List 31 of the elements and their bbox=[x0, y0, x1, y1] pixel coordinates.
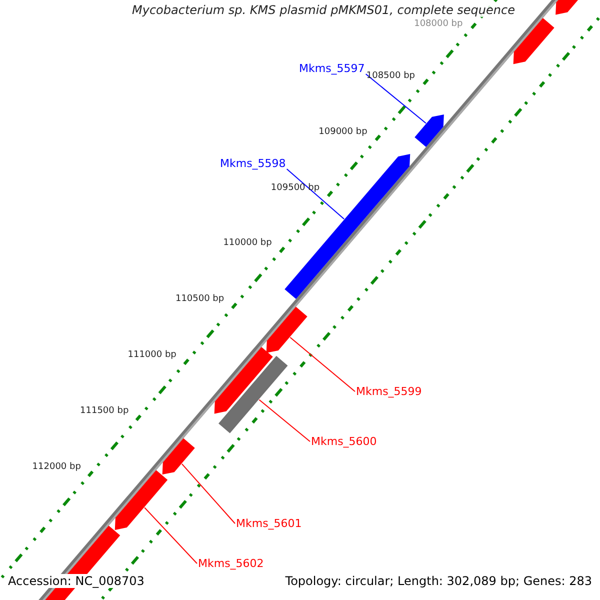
gene-feature bbox=[513, 18, 554, 64]
gene-feature bbox=[162, 438, 195, 475]
gene-feature bbox=[214, 347, 273, 414]
tick-label: 111500 bp bbox=[80, 406, 129, 416]
gene-label: Mkms_5597 bbox=[299, 62, 365, 75]
leader-line bbox=[286, 168, 345, 220]
gene-label: Mkms_5599 bbox=[356, 385, 422, 398]
tick-label: 108000 bp bbox=[414, 19, 463, 30]
gene-label: Mkms_5598 bbox=[220, 157, 286, 170]
leader-line bbox=[181, 463, 236, 524]
title: Mycobacterium sp. KMS plasmid pMKMS01, complete sequence bbox=[132, 3, 515, 17]
tick-label: 109000 bp bbox=[318, 126, 368, 137]
leader-line bbox=[144, 507, 198, 564]
accession-text: Accession: NC_008703 bbox=[8, 574, 144, 588]
gene-feature bbox=[414, 114, 444, 147]
gene-feature bbox=[218, 356, 288, 434]
leader-line bbox=[258, 399, 310, 442]
tick-label: 111000 bp bbox=[128, 350, 176, 360]
leader-line bbox=[365, 74, 426, 124]
gene-label: Mkms_5600 bbox=[311, 435, 377, 448]
tick-label: 110000 bp bbox=[223, 238, 272, 248]
tick-label: 110500 bp bbox=[175, 294, 224, 304]
gene-feature bbox=[266, 306, 308, 353]
tick-label: 108500 bp bbox=[366, 71, 416, 82]
gene-label: Mkms_5601 bbox=[236, 517, 302, 530]
tick-label: 109500 bp bbox=[270, 182, 320, 193]
gene-feature bbox=[114, 470, 168, 530]
gene-label: Mkms_5602 bbox=[198, 557, 264, 570]
leader-line bbox=[290, 336, 356, 392]
sequence-info-text: Topology: circular; Length: 302,089 bp; Genes: 283 bbox=[285, 574, 592, 588]
tick-label: 112000 bp bbox=[32, 462, 81, 472]
